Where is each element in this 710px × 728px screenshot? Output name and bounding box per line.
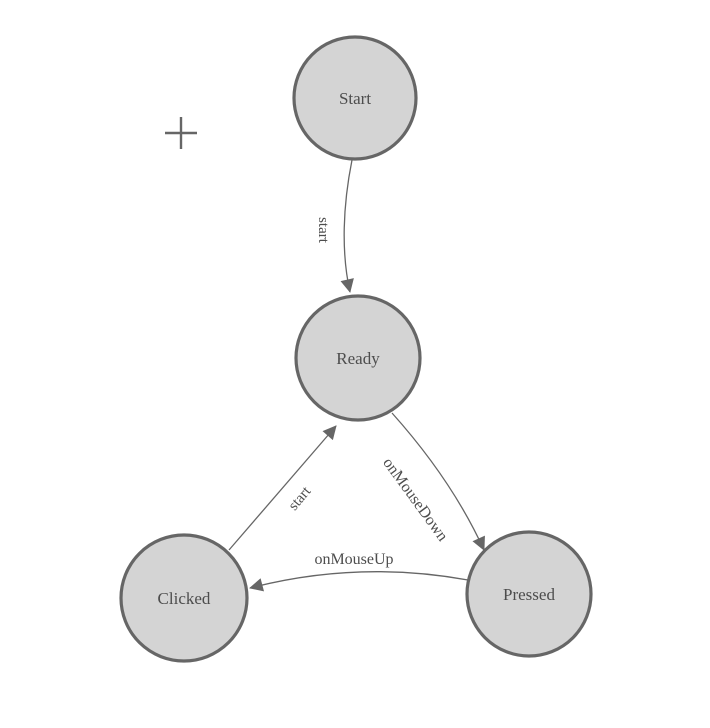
edge-clicked-to-ready[interactable]: start [228,425,337,551]
edge-ready-to-pressed[interactable]: onMouseDown [379,412,485,551]
edge-line[interactable] [249,571,469,592]
node-ready[interactable]: Ready [294,294,422,422]
node-start[interactable]: Start [292,35,418,161]
edge-label-onmouseup: onMouseUp [314,551,393,568]
node-ready-label: Ready [336,349,380,368]
node-clicked-label: Clicked [158,589,211,608]
edge-label-onmousedown: onMouseDown [379,455,451,545]
node-pressed-label: Pressed [503,585,555,604]
node-pressed[interactable]: Pressed [465,530,593,658]
node-pressed-circle[interactable] [465,530,593,658]
edge-line[interactable] [228,425,337,551]
crosshair-cursor-icon [165,117,197,149]
edge-line[interactable] [340,159,354,293]
node-clicked-circle[interactable] [119,533,249,663]
edge-line[interactable] [391,412,485,551]
node-start-label: Start [339,89,371,108]
edge-start-to-ready[interactable]: start [315,159,354,293]
node-clicked[interactable]: Clicked [119,533,249,663]
edge-label-start-1: start [315,217,331,244]
edge-pressed-to-clicked[interactable]: onMouseUp [249,551,469,592]
edge-label-start-2: start [286,483,315,514]
node-start-circle[interactable] [292,35,418,161]
node-ready-circle[interactable] [294,294,422,422]
